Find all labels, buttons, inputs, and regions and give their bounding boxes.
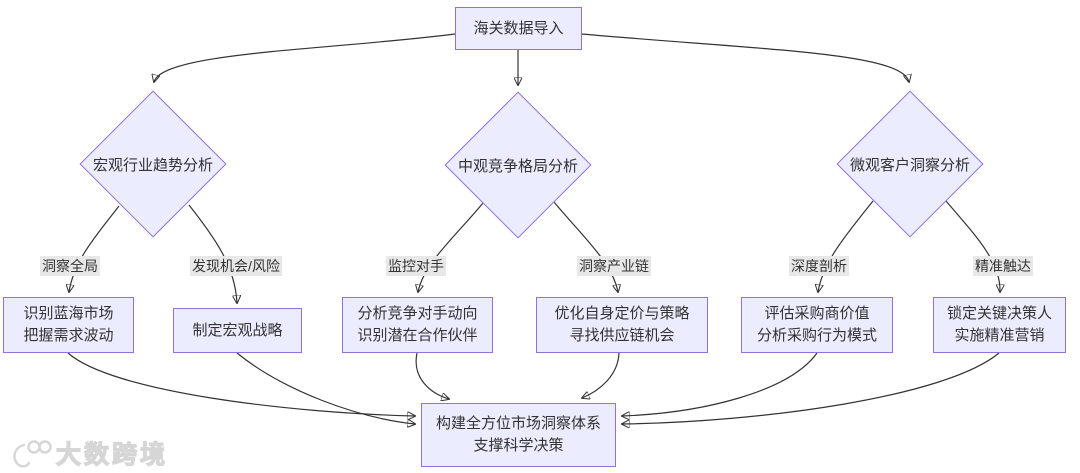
node-blue-ocean-market: 识别蓝海市场 把握需求波动	[3, 297, 134, 353]
watermark-text: 大数跨境	[55, 440, 169, 469]
node-macro-strategy: 制定宏观战略	[173, 308, 302, 353]
edge-label-opportunity-risk: 发现机会/风险	[190, 256, 282, 276]
edge-box4-to-final	[582, 352, 620, 398]
node-micro-customer-insight: 微观客户洞察分析	[836, 90, 984, 238]
node-line2: 分析采购行为模式	[756, 327, 877, 344]
node-line1: 构建全方位市场洞察体系	[435, 415, 601, 432]
node-line2: 支撑科学决策	[473, 437, 564, 454]
edge-label-insight-overview: 洞察全局	[40, 256, 100, 276]
edge-micro-to-box6	[945, 200, 1000, 292]
node-meso-competition: 中观竞争格局分析	[444, 91, 592, 239]
watermark-100-logo	[13, 440, 52, 468]
node-final-insight-system: 构建全方位市场洞察体系 支撑科学决策	[421, 403, 616, 467]
node-line1: 评估采购商价值	[764, 305, 870, 322]
node-label: 海关数据导入	[473, 19, 564, 37]
edge-root-to-macro	[154, 33, 456, 82]
edge-macro-to-box2	[188, 204, 237, 303]
node-competitor-analysis: 分析竞争对手动向 识别潜在合作伙伴	[342, 297, 493, 353]
edge-box6-to-final	[622, 352, 1000, 424]
edge-meso-to-box4	[553, 201, 618, 292]
edge-box3-to-final	[415, 352, 449, 399]
edge-macro-to-box1	[69, 205, 120, 292]
edge-root-to-micro	[581, 33, 909, 82]
node-label: 微观客户洞察分析	[849, 156, 970, 174]
edge-box2-to-final	[236, 352, 415, 424]
edge-box1-to-final	[67, 352, 415, 416]
node-line2: 实施精准营销	[954, 327, 1045, 344]
node-macro-industry-trend: 宏观行业趋势分析	[79, 90, 227, 238]
node-line1: 分析竞争对手动向	[357, 305, 478, 322]
node-line2: 寻找供应链机会	[569, 327, 675, 344]
edge-label-deep-analysis: 深度剖析	[789, 256, 849, 276]
edge-label-precise-reach: 精准触达	[973, 256, 1033, 276]
node-customs-data-import: 海关数据导入	[455, 7, 582, 50]
node-line1: 识别蓝海市场	[23, 305, 114, 322]
node-line1: 制定宏观战略	[192, 321, 283, 339]
edge-label-monitor-rivals: 监控对手	[386, 256, 446, 276]
node-pricing-strategy: 优化自身定价与策略 寻找供应链机会	[536, 297, 708, 353]
node-label: 宏观行业趋势分析	[92, 156, 213, 174]
node-line1: 锁定关键决策人	[946, 305, 1052, 322]
node-line2: 识别潜在合作伙伴	[357, 327, 478, 344]
node-line1: 优化自身定价与策略	[554, 305, 690, 322]
node-key-decision-maker: 锁定关键决策人 实施精准营销	[933, 297, 1066, 353]
node-buyer-value: 评估采购商价值 分析采购行为模式	[741, 297, 893, 353]
edge-box5-to-final	[622, 352, 818, 416]
node-line2: 把握需求波动	[23, 327, 114, 344]
edge-meso-to-box3	[418, 202, 484, 292]
edge-label-industry-chain: 洞察产业链	[577, 256, 651, 276]
node-label: 中观竞争格局分析	[457, 157, 578, 175]
edge-micro-to-box5	[818, 200, 874, 292]
watermark: 大数跨境	[8, 435, 168, 471]
